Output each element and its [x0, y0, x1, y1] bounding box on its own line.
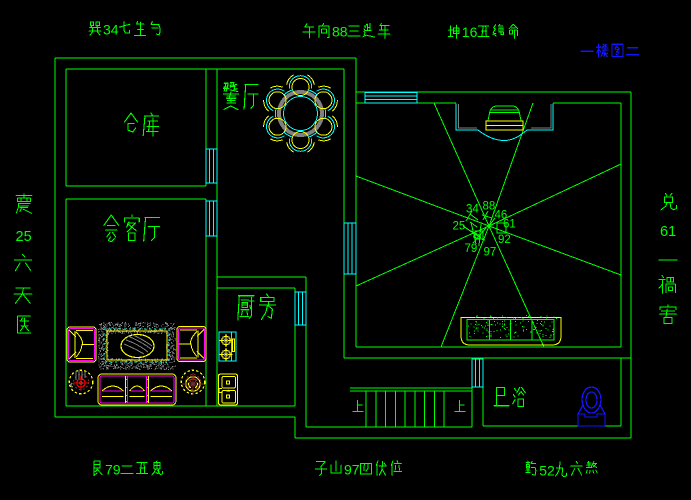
svg-text:88: 88: [332, 24, 348, 40]
svg-text:34: 34: [466, 204, 479, 216]
svg-text:46: 46: [495, 210, 508, 222]
svg-text:61: 61: [660, 224, 676, 240]
svg-text:97: 97: [344, 462, 360, 478]
svg-text:61: 61: [503, 219, 516, 231]
svg-text:34: 34: [103, 22, 119, 38]
svg-text:25: 25: [453, 221, 466, 233]
svg-text:79: 79: [105, 462, 121, 478]
svg-text:52: 52: [539, 463, 555, 479]
svg-text:88: 88: [483, 201, 496, 213]
svg-text:25: 25: [16, 229, 32, 245]
svg-text:92: 92: [498, 234, 511, 246]
svg-text:79: 79: [465, 243, 478, 255]
svg-text:97: 97: [484, 247, 497, 259]
svg-text:16: 16: [462, 24, 478, 40]
